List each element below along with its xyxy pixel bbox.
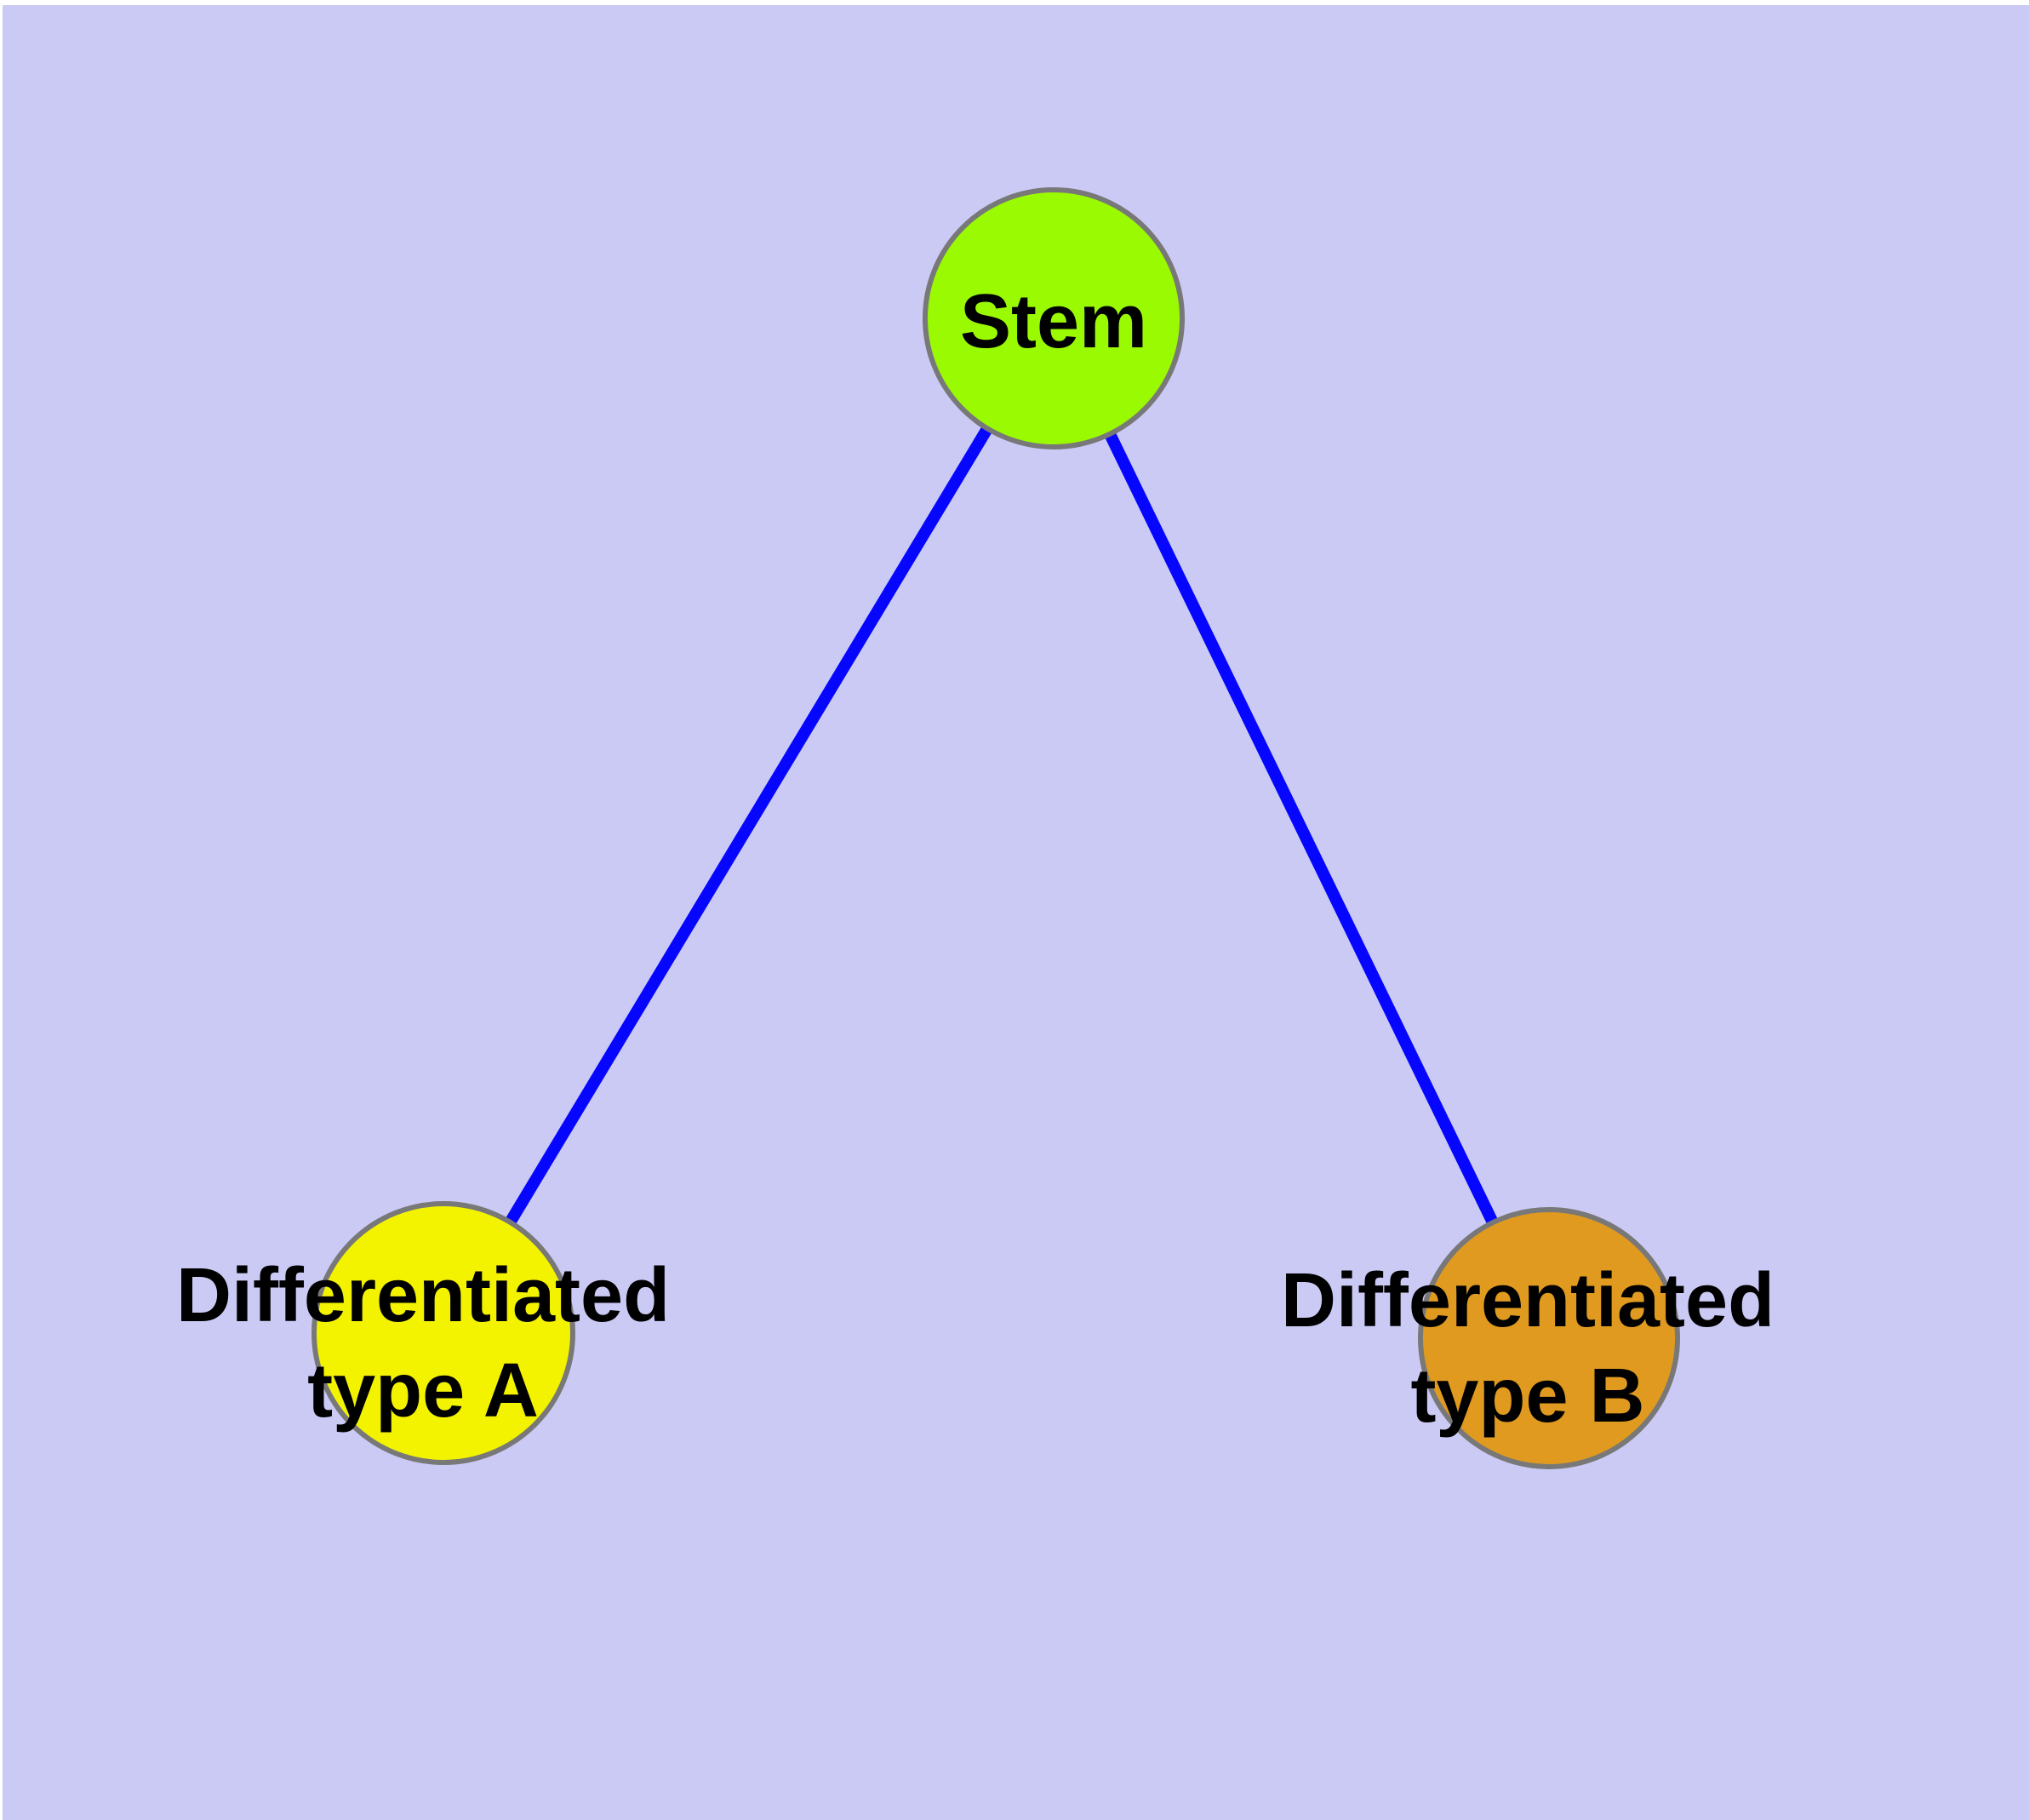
node-differentiated-type-a[interactable] [311,1201,575,1465]
node-differentiated-type-b[interactable] [1418,1207,1680,1469]
edge-stem-to-type-a[interactable] [438,315,1059,1336]
node-stem[interactable] [923,187,1185,449]
edge-stem-to-type-b[interactable] [1048,315,1555,1342]
